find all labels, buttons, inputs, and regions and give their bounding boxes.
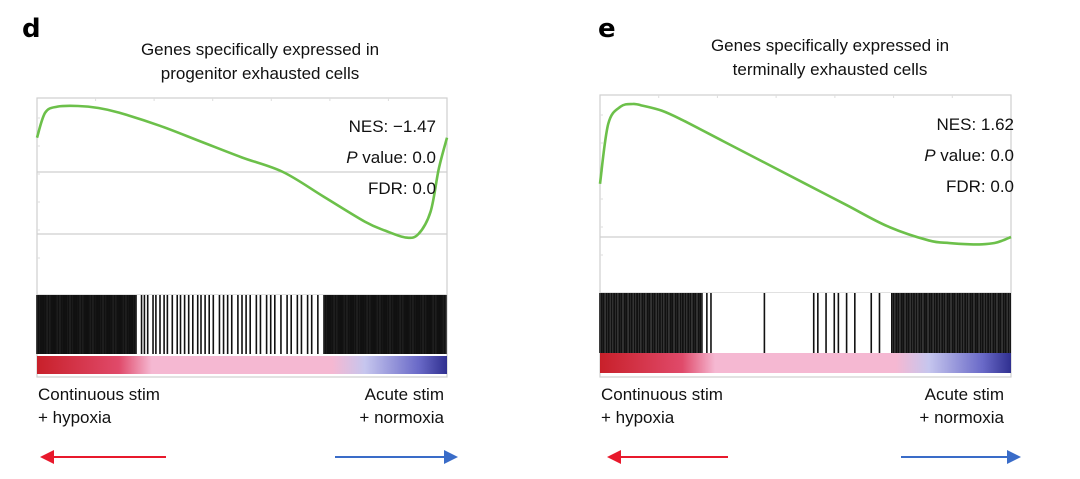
p-value-stat: P value: 0.0 [346,148,436,167]
right-arrow-head [1007,450,1021,464]
enrichment-plot [35,97,449,378]
p-value-stat: P value: 0.0 [924,146,1014,165]
fdr-stat: FDR: 0.0 [945,177,1014,196]
enrichment-curve [35,104,449,240]
title-line-1: Genes specifically expressed in [710,36,950,55]
title-line-2: progenitor exhausted cells [160,64,360,83]
right-group-label: Acute stim + normoxia [359,385,444,427]
ranked-list-colorbar [600,353,1011,373]
panel-e: e Genes specifically expressed in termin… [540,0,1080,479]
fdr-stat: FDR: 0.0 [367,179,436,198]
left-arrow-head [40,450,54,464]
ranked-list-colorbar [37,356,447,374]
nes-stat: NES: −1.47 [348,117,436,136]
left-arrow-icon [607,450,1021,464]
plot-frame [36,97,448,378]
left-group-label: Continuous stim + hypoxia [38,385,160,427]
nes-stat: NES: 1.62 [936,115,1015,134]
right-group-label: Acute stim + normoxia [919,385,1004,427]
panel-letter: d [22,14,41,44]
panel-d: d Genes specifically expressed in progen… [22,14,460,464]
right-arrow-head [444,450,458,464]
title-line-2: terminally exhausted cells [732,60,928,79]
title-line-1: Genes specifically expressed in [140,40,380,59]
enrichment-curve [598,102,1012,246]
panel-title: Genes specifically expressed in progenit… [60,38,460,86]
panel-letter: e [598,14,616,44]
panel-title: Genes specifically expressed in terminal… [625,34,1035,82]
enrichment-plot [598,94,1012,378]
plot-frame [599,94,1012,378]
left-arrow-icon [40,450,458,464]
left-group-label: Continuous stim + hypoxia [601,385,723,427]
left-arrow-head [607,450,621,464]
